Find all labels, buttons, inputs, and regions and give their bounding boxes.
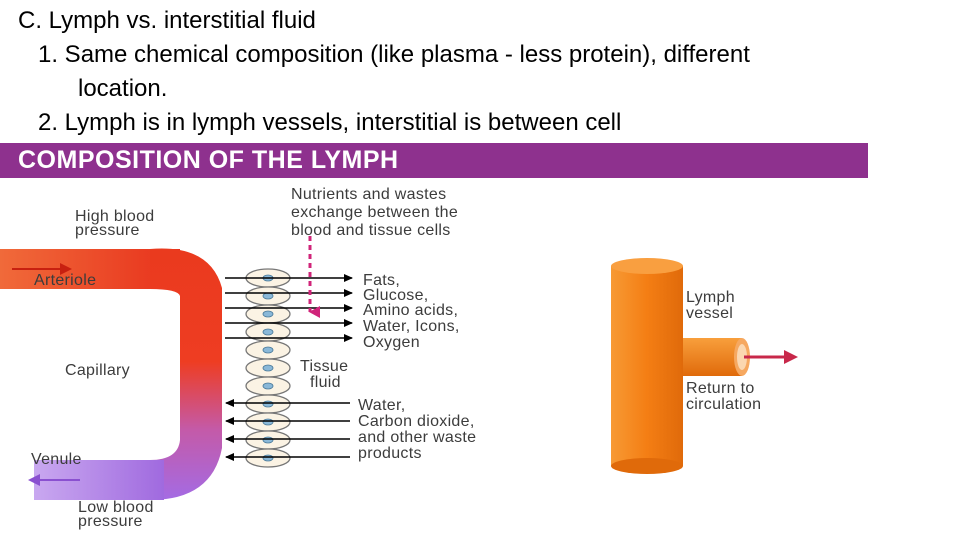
- cell-nucleus: [262, 400, 274, 408]
- label-out-4: Water, Icons,: [363, 318, 460, 335]
- label-exchange-3: blood and tissue cells: [291, 222, 451, 239]
- cell-nucleus: [262, 364, 274, 372]
- bullet-2: 2. Lymph is in lymph vessels, interstiti…: [38, 109, 622, 136]
- label-arteriole: Arteriole: [34, 272, 96, 289]
- label-out-3: Amino acids,: [363, 302, 458, 319]
- label-tissue-2: fluid: [310, 374, 341, 391]
- label-in-4: products: [358, 445, 422, 462]
- label-in-2: Carbon dioxide,: [358, 413, 475, 430]
- label-tissue-1: Tissue: [300, 358, 348, 375]
- inflow-arrows: [225, 399, 350, 461]
- slide-heading: C. Lymph vs. interstitial fluid: [18, 7, 316, 34]
- capillary-vessel: [150, 248, 222, 500]
- label-exchange-2: exchange between the: [291, 204, 458, 221]
- cell-nucleus: [262, 382, 274, 390]
- label-venule: Venule: [31, 451, 82, 468]
- slide-text: C. Lymph vs. interstitial fluid 1. Same …: [18, 4, 918, 140]
- label-low-bp-2: pressure: [78, 513, 143, 530]
- venule-vessel: [28, 460, 164, 500]
- cell-nucleus: [262, 328, 274, 336]
- diagram-banner: COMPOSITION OF THE LYMPH: [0, 143, 868, 178]
- label-in-1: Water,: [358, 397, 405, 414]
- outflow-arrows: [225, 274, 353, 342]
- cell-nucleus: [262, 292, 274, 300]
- label-lymph-2: vessel: [686, 305, 733, 322]
- label-return-2: circulation: [686, 396, 761, 413]
- bullet-1-line-2: location.: [78, 75, 168, 102]
- label-high-bp-2: pressure: [75, 222, 140, 239]
- label-capillary: Capillary: [65, 362, 130, 379]
- banner-title: COMPOSITION OF THE LYMPH: [18, 146, 399, 174]
- cell-nucleus: [262, 454, 274, 462]
- label-out-2: Glucose,: [363, 287, 429, 304]
- return-arrow: [744, 350, 798, 364]
- cell-nucleus: [262, 418, 274, 426]
- label-out-5: Oxygen: [363, 334, 420, 351]
- label-exchange-1: Nutrients and wastes: [291, 186, 446, 203]
- diagram-labels: High blood pressure Arteriole Capillary …: [31, 186, 761, 530]
- label-in-3: and other waste: [358, 429, 476, 446]
- label-high-bp-1: High blood: [75, 208, 155, 225]
- label-low-bp-1: Low blood: [78, 499, 154, 516]
- cell-nucleus: [262, 436, 274, 444]
- lymph-vessel: [611, 258, 750, 474]
- tissue-cells: [245, 268, 291, 468]
- label-lymph-1: Lymph: [686, 289, 735, 306]
- cell-nucleus: [262, 346, 274, 354]
- bullet-1-line-1: 1. Same chemical composition (like plasm…: [38, 41, 750, 68]
- label-out-1: Fats,: [363, 272, 400, 289]
- lymph-diagram: High blood pressure Arteriole Capillary …: [0, 186, 798, 530]
- label-return-1: Return to: [686, 380, 755, 397]
- cell-nucleus: [262, 310, 274, 318]
